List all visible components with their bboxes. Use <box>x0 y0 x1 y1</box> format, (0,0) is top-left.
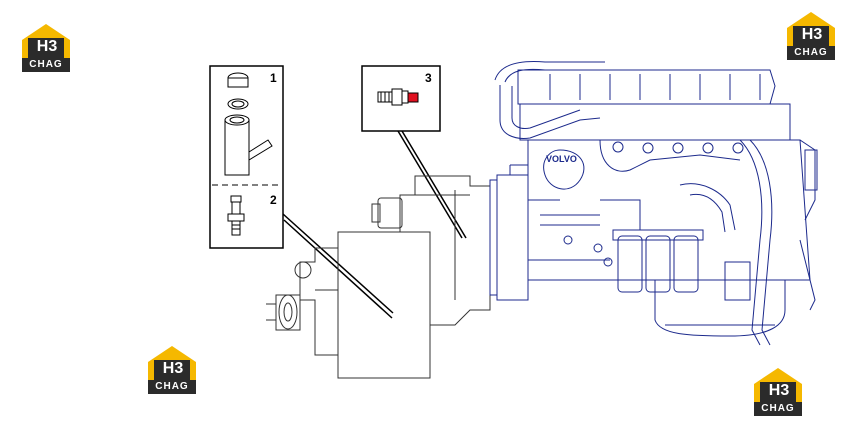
gearbox-drawing <box>266 175 491 379</box>
house-logo-icon <box>22 24 70 72</box>
house-logo-icon <box>754 368 802 416</box>
logo-text: CHAG <box>794 47 828 58</box>
part-2-drawing <box>227 195 245 236</box>
logo-top-right: H3 CHAG <box>783 8 839 62</box>
logo-mark: H3 <box>768 382 790 399</box>
callout-number-1: 1 <box>270 71 277 85</box>
logo-text: CHAG <box>761 403 795 414</box>
logo-top-left: H3 CHAG <box>18 20 74 74</box>
engine-drawing <box>489 61 818 346</box>
callout-box-parts-1-2: 1 2 <box>209 65 284 249</box>
callout-number-2: 2 <box>270 193 277 207</box>
house-logo-icon <box>787 12 835 60</box>
logo-text: CHAG <box>155 381 189 392</box>
callout-box-part-3: 3 <box>361 65 441 132</box>
house-logo-icon <box>148 346 196 394</box>
part-3-sensor-drawing <box>377 88 419 106</box>
logo-bottom-right: H3 CHAG <box>750 364 806 418</box>
logo-text: CHAG <box>29 59 63 70</box>
part-1-drawing <box>224 72 273 176</box>
leader-lines <box>282 130 467 319</box>
callout-number-3: 3 <box>425 71 432 85</box>
logo-mark: H3 <box>801 26 823 43</box>
logo-bottom-left: H3 CHAG <box>144 342 200 396</box>
engine-brand-label: VOLVO <box>546 154 577 164</box>
logo-mark: H3 <box>162 360 184 377</box>
logo-mark: H3 <box>36 38 58 55</box>
